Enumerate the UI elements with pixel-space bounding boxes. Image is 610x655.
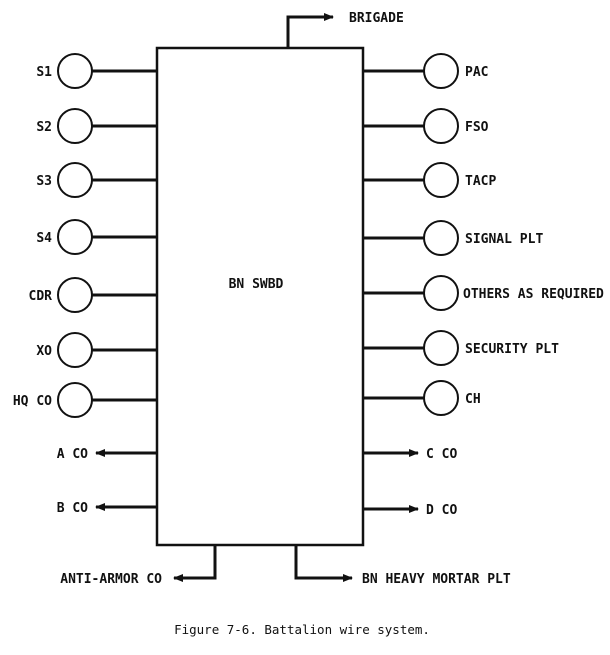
figure-caption: Figure 7-6. Battalion wire system. <box>174 622 430 637</box>
station-label: FSO <box>465 120 489 135</box>
station-node <box>423 220 459 256</box>
right-company-arrows: C CO D CO <box>363 447 457 518</box>
company-label: C CO <box>426 447 457 462</box>
station-node <box>423 108 459 144</box>
switchboard-box <box>155 46 365 547</box>
station-node <box>423 275 459 311</box>
station-node <box>423 330 459 366</box>
station-node <box>57 382 93 418</box>
station-label: OTHERS AS REQUIRED <box>463 287 604 302</box>
left-company-arrows: A CO B CO <box>57 447 157 516</box>
station-label: PAC <box>465 65 488 80</box>
station-label: TACP <box>465 174 496 189</box>
station-label: S1 <box>36 65 52 80</box>
brigade-label: BRIGADE <box>349 11 404 26</box>
station-label: SECURITY PLT <box>465 342 559 357</box>
company-label: D CO <box>426 503 457 518</box>
station-label: HQ CO <box>13 394 52 409</box>
switchboard-label: BN SWBD <box>229 277 284 292</box>
station-node <box>423 162 459 198</box>
left-stations: S1 S2 S3 S4 CDR XO HQ CO <box>13 53 157 418</box>
station-label: CDR <box>29 289 53 304</box>
station-label: CH <box>465 392 481 407</box>
anti-armor-line <box>173 545 217 582</box>
station-node <box>57 332 93 368</box>
brigade-line <box>286 13 334 48</box>
station-node <box>57 162 93 198</box>
station-label: S3 <box>36 174 52 189</box>
station-node <box>423 53 459 89</box>
station-label: XO <box>36 344 52 359</box>
station-node <box>57 108 93 144</box>
station-node <box>57 53 93 89</box>
station-label: S2 <box>36 120 52 135</box>
heavy-mortar-line <box>294 545 353 582</box>
company-label: A CO <box>57 447 88 462</box>
right-stations: PAC FSO TACP SIGNAL PLT OTHERS AS REQUIR… <box>363 53 604 416</box>
heavy-mortar-label: BN HEAVY MORTAR PLT <box>362 572 511 587</box>
station-node <box>423 380 459 416</box>
company-label: B CO <box>57 501 88 516</box>
station-node <box>57 219 93 255</box>
station-label: S4 <box>36 231 52 246</box>
anti-armor-label: ANTI-ARMOR CO <box>60 572 162 587</box>
station-label: SIGNAL PLT <box>465 232 543 247</box>
station-node <box>57 277 93 313</box>
